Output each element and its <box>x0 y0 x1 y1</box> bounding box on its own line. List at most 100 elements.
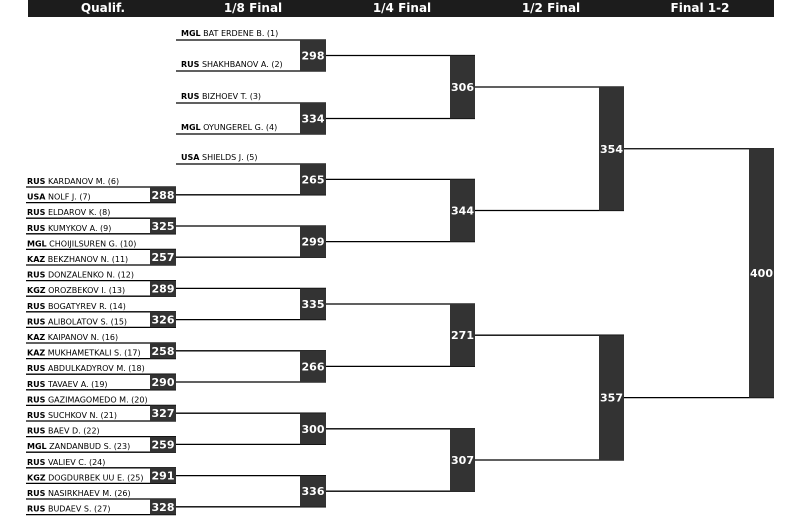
match-r16-2 <box>300 164 326 195</box>
athlete-qualif-16: RUS BAEV D. (22) <box>27 427 100 436</box>
athlete-name: ZANDANBUD S. (23) <box>47 442 131 451</box>
header-sf: 1/2 Final <box>521 1 581 15</box>
match-r16-5-score: 266 <box>302 360 325 373</box>
athlete-name: KARDANOV M. (6) <box>45 177 119 186</box>
country-code: RUS <box>27 224 46 233</box>
athlete-name: BAEV D. (22) <box>45 427 99 436</box>
athlete-name: NOLF J. (7) <box>45 193 90 202</box>
athlete-name: VALIEV C. (24) <box>45 458 105 467</box>
match-qualif-9 <box>150 467 176 484</box>
match-qualif-1-score: 325 <box>152 220 175 233</box>
athlete-name: ELDAROV K. (8) <box>45 208 110 217</box>
athlete-qualif-6: RUS DONZALENKO N. (12) <box>27 271 134 280</box>
athlete-qualif-2: RUS ELDAROV K. (8) <box>27 208 110 217</box>
match-qualif-2-score: 257 <box>152 251 175 264</box>
match-sf-0-score: 354 <box>600 143 623 156</box>
athlete-qualif-11: KAZ MUKHAMETKALI S. (17) <box>27 349 141 358</box>
athlete-name: ALIBOLATOV S. (15) <box>45 317 127 326</box>
match-qualif-5 <box>150 343 176 359</box>
match-r16-3 <box>300 226 326 258</box>
match-r16-6 <box>300 413 326 445</box>
athlete-name: OROZBEKOV I. (13) <box>46 286 126 295</box>
match-r16-4 <box>300 288 326 320</box>
country-code: MGL <box>181 29 201 38</box>
athlete-qualif-21: RUS BUDAEV S. (27) <box>27 505 110 514</box>
country-code: RUS <box>27 380 46 389</box>
athlete-name: BEKZHANOV N. (11) <box>45 255 128 264</box>
athlete-name: TAVAEV A. (19) <box>45 380 107 389</box>
athlete-name: DONZALENKO N. (12) <box>45 271 134 280</box>
header-qf: 1/4 Final <box>372 1 432 15</box>
athlete-qualif-20: RUS NASIRKHAEV M. (26) <box>27 489 131 498</box>
athlete-name: KUMYKOV A. (9) <box>45 224 111 233</box>
match-qualif-0 <box>150 187 176 203</box>
match-sf-0 <box>599 87 624 211</box>
athlete-qualif-7: KGZ OROZBEKOV I. (13) <box>27 286 125 295</box>
match-qualif-10-score: 328 <box>152 501 175 514</box>
match-qf-3-score: 307 <box>451 454 474 467</box>
country-code: KGZ <box>27 286 46 295</box>
match-qualif-5-score: 258 <box>152 345 175 358</box>
country-code: RUS <box>27 427 46 436</box>
match-qualif-3 <box>150 280 176 297</box>
country-code: RUS <box>181 60 200 69</box>
athlete-qualif-12: RUS ABDULKADYROV M. (18) <box>27 364 145 373</box>
country-code: RUS <box>27 505 46 514</box>
match-r16-1-score: 334 <box>302 113 325 126</box>
match-qualif-9-score: 291 <box>152 470 175 483</box>
match-r16-0-score: 298 <box>302 50 325 63</box>
match-qualif-6-score: 290 <box>152 376 175 389</box>
header-final: Final 1-2 <box>670 1 730 15</box>
match-r16-1 <box>300 103 326 134</box>
country-code: RUS <box>27 458 46 467</box>
match-qualif-0-score: 288 <box>152 189 175 202</box>
athlete-qualif-18: RUS VALIEV C. (24) <box>27 458 105 467</box>
athlete-qualif-10: KAZ KAIPANOV N. (16) <box>27 333 118 342</box>
country-code: RUS <box>27 411 46 420</box>
athlete-qualif-13: RUS TAVAEV A. (19) <box>27 380 108 389</box>
match-sf-1 <box>599 335 624 460</box>
match-qf-0 <box>450 55 475 119</box>
country-code: RUS <box>27 271 46 280</box>
match-qf-0-score: 306 <box>451 81 474 94</box>
match-qualif-8 <box>150 436 176 453</box>
athlete-qualif-4: MGL CHOIJILSUREN G. (10) <box>27 239 136 248</box>
athlete-qualif-17: MGL ZANDANBUD S. (23) <box>27 442 130 451</box>
match-r16-0 <box>300 40 326 71</box>
match-qualif-6 <box>150 374 176 390</box>
athlete-r16-4: USA SHIELDS J. (5) <box>181 153 258 162</box>
match-qf-2-score: 271 <box>451 329 474 342</box>
athlete-name: BUDAEV S. (27) <box>45 505 110 514</box>
country-code: MGL <box>27 442 47 451</box>
athlete-name: OYUNGEREL G. (4) <box>201 123 278 132</box>
country-code: USA <box>181 153 200 162</box>
match-qualif-7-score: 327 <box>152 407 175 420</box>
match-qf-2 <box>450 304 475 367</box>
match-qualif-10 <box>150 499 176 515</box>
athlete-name: CHOIJILSUREN G. (10) <box>47 239 137 248</box>
match-sf-1-score: 357 <box>600 392 623 405</box>
athlete-r16-3: MGL OYUNGEREL G. (4) <box>181 123 277 132</box>
athlete-name: BOGATYREV R. (14) <box>45 302 125 311</box>
athlete-qualif-1: USA NOLF J. (7) <box>27 193 91 202</box>
header-qualif: Qualif. <box>80 1 126 15</box>
match-qf-1 <box>450 179 475 242</box>
athlete-name: ABDULKADYROV M. (18) <box>45 364 144 373</box>
match-r16-4-score: 335 <box>302 298 325 311</box>
country-code: RUS <box>27 208 46 217</box>
match-r16-7 <box>300 475 326 507</box>
match-qualif-3-score: 289 <box>152 282 175 295</box>
match-r16-2-score: 265 <box>302 173 325 186</box>
athlete-qualif-9: RUS ALIBOLATOV S. (15) <box>27 317 127 326</box>
athlete-name: SHIELDS J. (5) <box>199 153 257 162</box>
match-qualif-2 <box>150 249 176 265</box>
match-final-0-score: 400 <box>750 267 773 280</box>
athlete-qualif-5: KAZ BEKZHANOV N. (11) <box>27 255 128 264</box>
match-r16-6-score: 300 <box>302 423 325 436</box>
athlete-qualif-15: RUS SUCHKOV N. (21) <box>27 411 117 420</box>
country-code: RUS <box>27 489 46 498</box>
athlete-qualif-0: RUS KARDANOV M. (6) <box>27 177 119 186</box>
athlete-name: GAZIMAGOMEDO M. (20) <box>45 395 147 404</box>
match-qf-1-score: 344 <box>451 205 474 218</box>
